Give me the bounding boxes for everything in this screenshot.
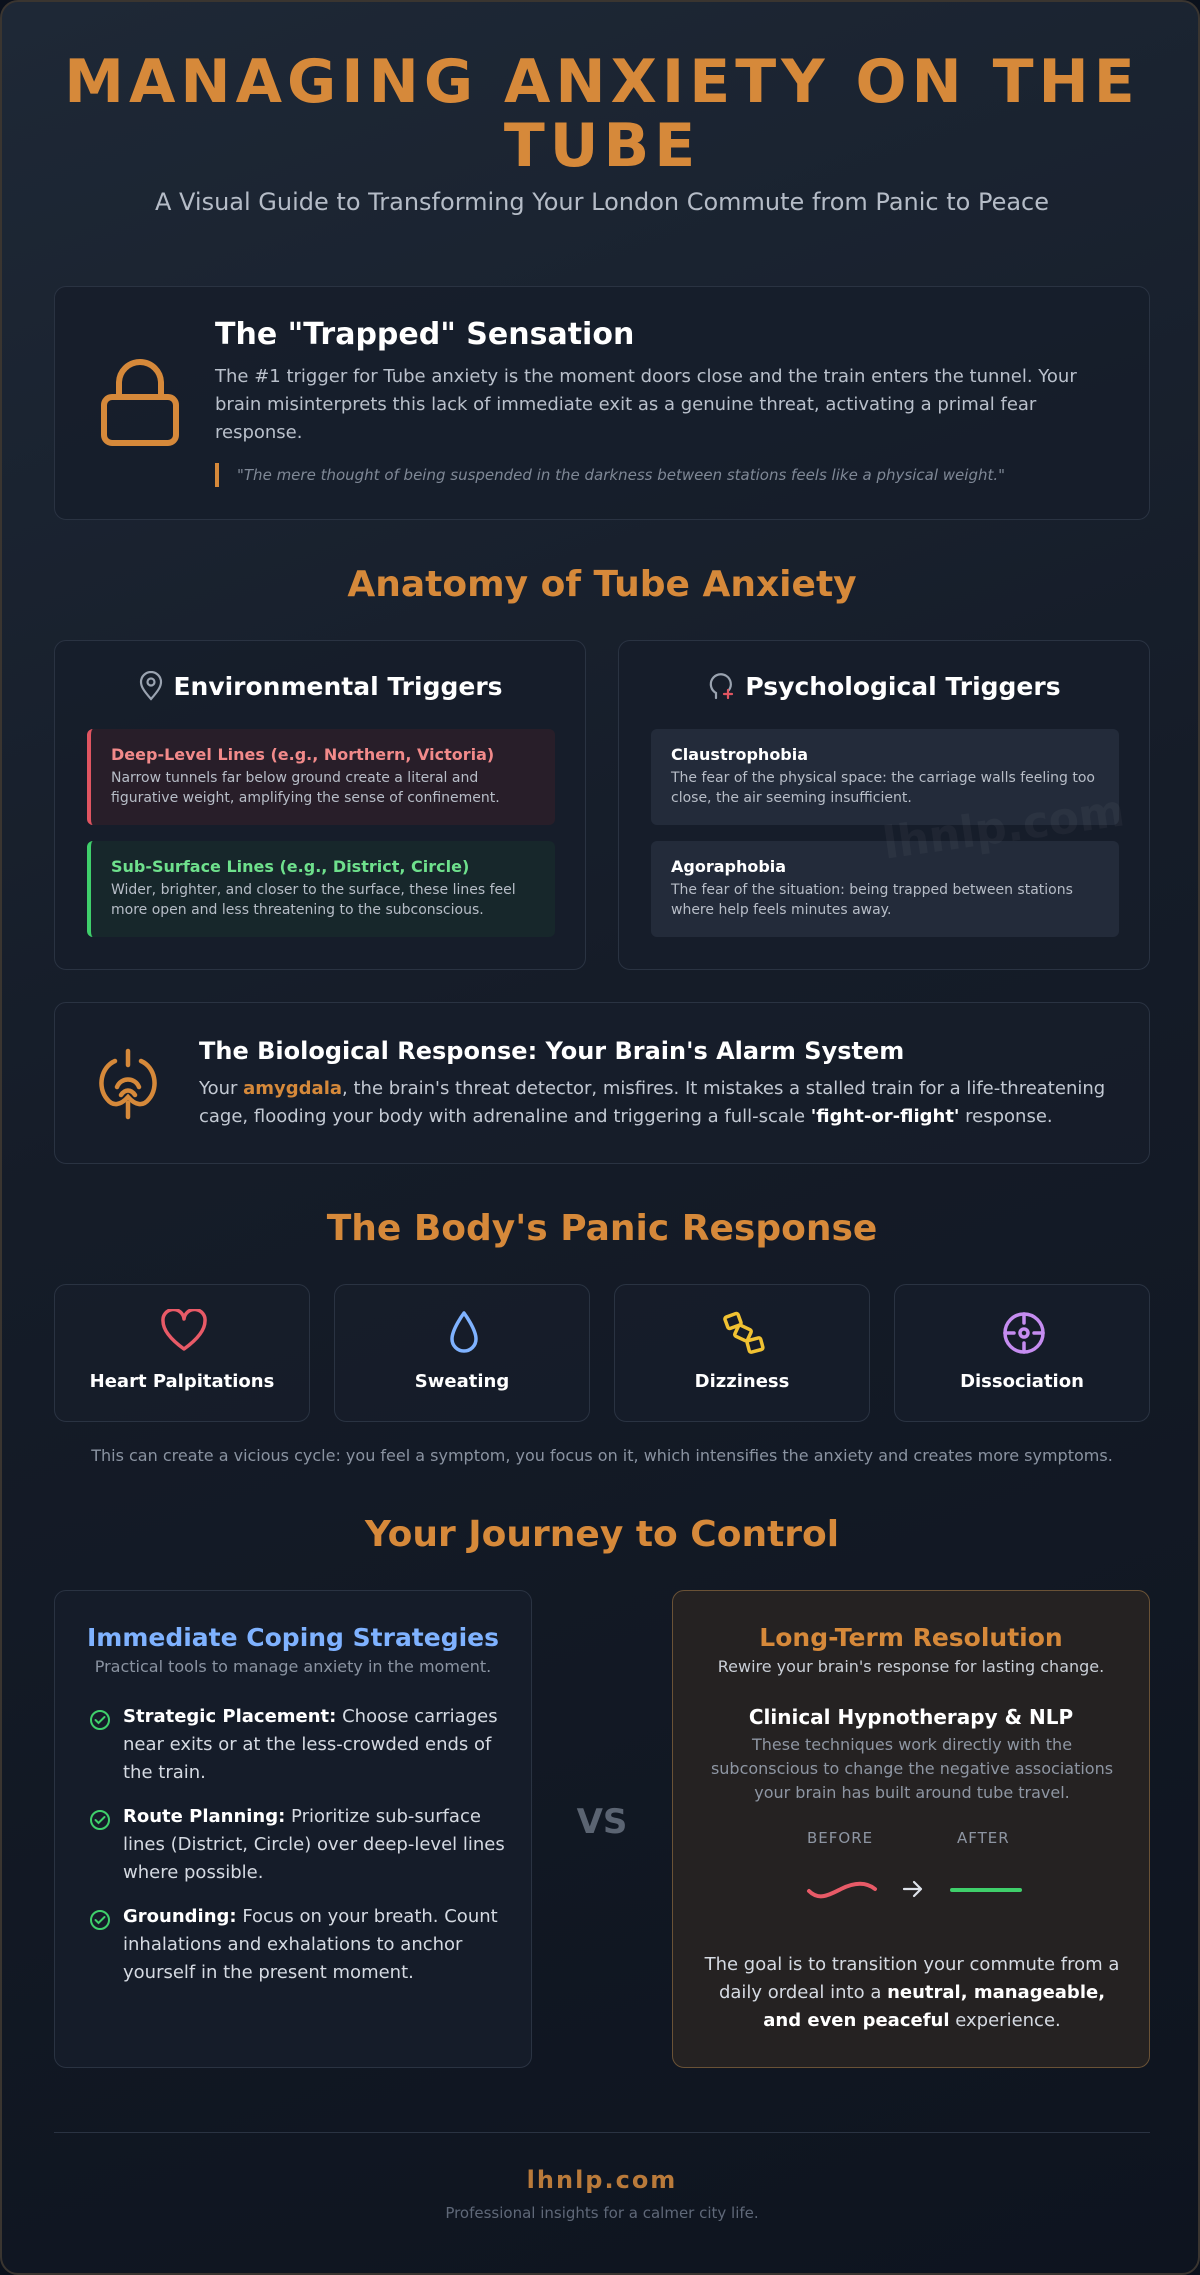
long-term-resolution-card: Long-Term Resolution Rewire your brain's… — [672, 1590, 1150, 2068]
symptom-card: Heart Palpitations — [54, 1284, 310, 1422]
biological-title: The Biological Response: Your Brain's Al… — [199, 1037, 905, 1065]
amygdala-term: amygdala — [243, 1078, 343, 1099]
environmental-header: Environmental Triggers — [55, 670, 585, 701]
droplet-icon — [450, 1311, 478, 1353]
vicious-cycle-note: This can create a vicious cycle: you fee… — [91, 1446, 1113, 1465]
before-label: BEFORE — [807, 1829, 874, 1847]
longterm-method: Clinical Hypnotherapy & NLP — [748, 1705, 1074, 1729]
biological-response-card: The Biological Response: Your Brain's Al… — [54, 1002, 1150, 1164]
symptom-label: Dizziness — [694, 1371, 790, 1392]
check-circle-icon — [90, 1810, 110, 1830]
strategy-item: Grounding: Focus on your breath. Count i… — [89, 1903, 509, 1987]
strategy-text: Focus on your breath. Count inhalations … — [123, 1906, 498, 1983]
trigger-item-title: Deep-Level Lines (e.g., Northern, Victor… — [111, 745, 495, 764]
longterm-goal: The goal is to transition your commute f… — [703, 1951, 1121, 2035]
immediate-title: Immediate Coping Strategies — [86, 1623, 500, 1652]
fight-or-flight-term: 'fight-or-flight' — [810, 1106, 960, 1127]
page-title: MANAGING ANXIETY ON THE TUBE — [64, 47, 1140, 181]
psychological-header: Psychological Triggers — [619, 671, 1149, 701]
immediate-subtitle: Practical tools to manage anxiety in the… — [94, 1657, 492, 1676]
biological-mid: , the brain's threat detector, misfires.… — [199, 1078, 1106, 1127]
trigger-item-desc: The fear of the physical space: the carr… — [671, 770, 1095, 806]
footer-divider — [54, 2132, 1150, 2133]
versus-label: VS — [576, 1802, 628, 1842]
longterm-title: Long-Term Resolution — [759, 1623, 1063, 1652]
footer-brand[interactable]: lhnlp.com — [526, 2166, 678, 2194]
lock-icon — [101, 359, 179, 446]
trigger-item-desc: Wider, brighter, and closer to the surfa… — [111, 882, 516, 918]
strategy-item: Route Planning: Prioritize sub-surface l… — [89, 1803, 509, 1887]
check-circle-icon — [90, 1710, 110, 1730]
longterm-desc: These techniques work directly with the … — [710, 1735, 1114, 1802]
goal-bold: neutral, manageable, and even peaceful — [763, 1982, 1106, 2031]
strategy-item: Strategic Placement: Choose carriages ne… — [89, 1703, 509, 1787]
footer-tagline: Professional insights for a calmer city … — [445, 2204, 759, 2222]
trigger-item-title: Sub-Surface Lines (e.g., District, Circl… — [111, 857, 470, 876]
trigger-item-title: Claustrophobia — [671, 745, 809, 764]
strategy-bold: Route Planning: — [123, 1806, 286, 1827]
goal-post: experience. — [949, 2010, 1061, 2031]
page-subtitle: A Visual Guide to Transforming Your Lond… — [154, 188, 1049, 216]
goal-pre: The goal is to transition your commute f… — [704, 1954, 1120, 2003]
head-thought-icon — [710, 673, 734, 700]
symptom-card: Dissociation — [894, 1284, 1150, 1422]
check-circle-icon — [90, 1910, 110, 1930]
strategy-bold: Grounding: — [123, 1906, 237, 1927]
symptom-label: Heart Palpitations — [89, 1371, 275, 1392]
straight-line-icon — [950, 1888, 1022, 1892]
longterm-subtitle: Rewire your brain's response for lasting… — [717, 1657, 1105, 1676]
psychological-title: Psychological Triggers — [745, 672, 1061, 701]
trigger-item-desc: The fear of the situation: being trapped… — [671, 882, 1073, 918]
journey-heading: Your Journey to Control — [364, 1514, 840, 1555]
immediate-strategies-card: Immediate Coping Strategies Practical to… — [54, 1590, 532, 2068]
strategy-bold: Strategic Placement: — [123, 1706, 337, 1727]
biological-pre: Your — [199, 1078, 244, 1099]
strategy-text: Choose carriages near exits or at the le… — [123, 1706, 498, 1783]
trigger-item-agoraphobia: Agoraphobia The fear of the situation: b… — [651, 841, 1119, 937]
trigger-item-deep-level: Deep-Level Lines (e.g., Northern, Victor… — [87, 729, 555, 825]
symptom-label: Dissociation — [960, 1371, 1084, 1392]
after-label: AFTER — [957, 1829, 1010, 1847]
trigger-item-sub-surface: Sub-Surface Lines (e.g., District, Circl… — [87, 841, 555, 937]
trigger-item-title: Agoraphobia — [671, 857, 787, 876]
biological-body: Your amygdala, the brain's threat detect… — [199, 1075, 1119, 1131]
arrow-right-icon — [902, 1880, 923, 1898]
map-pin-icon — [140, 670, 163, 701]
psychological-triggers-card: Psychological Triggers Claustrophobia Th… — [618, 640, 1150, 970]
trapped-title: The "Trapped" Sensation — [215, 317, 635, 352]
trigger-item-desc: Narrow tunnels far below ground create a… — [111, 770, 500, 806]
dizzy-icon — [723, 1311, 765, 1354]
trapped-body: The #1 trigger for Tube anxiety is the m… — [215, 366, 1077, 443]
symptom-label: Sweating — [414, 1371, 510, 1392]
symptoms-heading: The Body's Panic Response — [326, 1208, 878, 1249]
symptom-card: Sweating — [334, 1284, 590, 1422]
anatomy-heading: Anatomy of Tube Anxiety — [347, 564, 857, 605]
strategy-text: Prioritize sub-surface lines (District, … — [123, 1806, 505, 1883]
trapped-sensation-card: The "Trapped" Sensation The #1 trigger f… — [54, 286, 1150, 520]
wavy-line-icon — [807, 1881, 877, 1899]
environmental-triggers-card: Environmental Triggers Deep-Level Lines … — [54, 640, 586, 970]
crosshair-icon — [1003, 1312, 1045, 1354]
environmental-title: Environmental Triggers — [173, 672, 503, 701]
symptom-card: Dizziness — [614, 1284, 870, 1422]
biological-post: response. — [959, 1106, 1053, 1127]
trapped-quote: "The mere thought of being suspended in … — [215, 463, 1095, 487]
heart-icon — [161, 1309, 207, 1351]
brain-icon — [99, 1048, 157, 1120]
trigger-item-claustrophobia: Claustrophobia The fear of the physical … — [651, 729, 1119, 825]
